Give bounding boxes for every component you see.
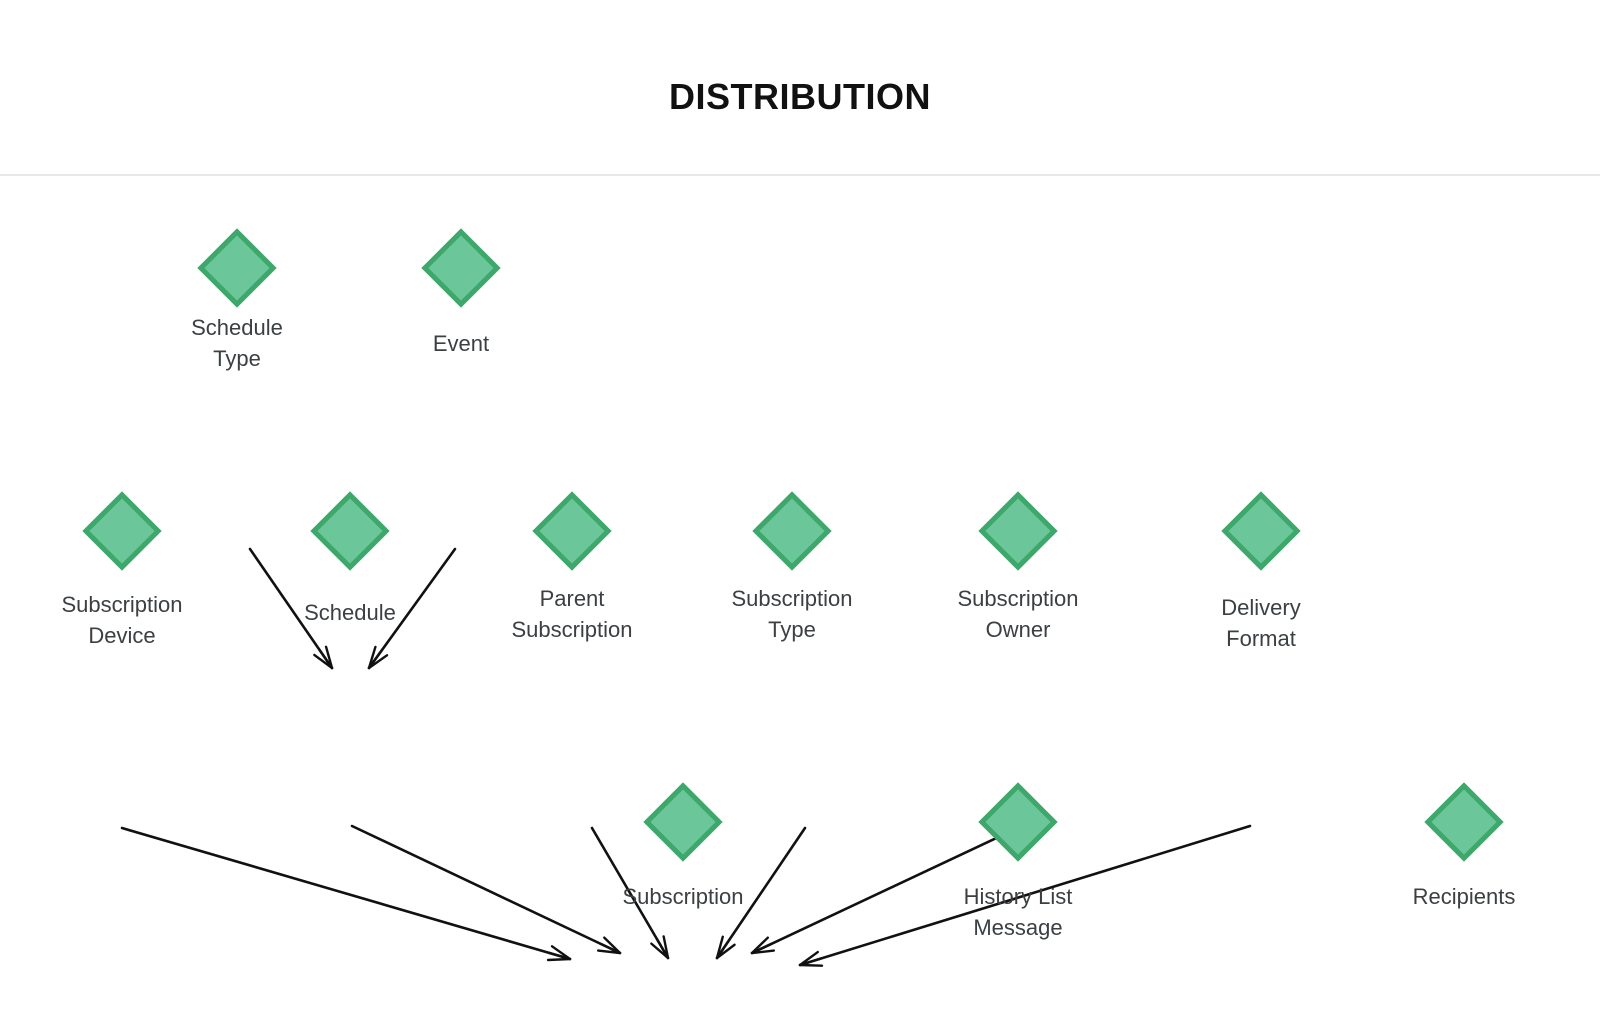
- edge-subscription_device-subscription[interactable]: [120, 826, 572, 962]
- page-header: DISTRIBUTION: [0, 0, 1600, 176]
- crows-foot-prong: [547, 951, 572, 961]
- diamond-icon: [1424, 782, 1504, 862]
- diamond-icon: [82, 491, 162, 571]
- crows-foot-prong: [662, 935, 670, 960]
- diamond-icon: [643, 782, 723, 862]
- node-subscription_owner[interactable]: Subscription Owner: [903, 491, 1133, 645]
- diamond-icon: [1221, 491, 1301, 571]
- crows-foot-prong: [650, 942, 670, 960]
- diamond-icon: [197, 228, 277, 308]
- page-title: DISTRIBUTION: [669, 76, 931, 117]
- crows-foot-prong: [715, 938, 731, 960]
- node-label-event: Event: [432, 331, 490, 356]
- crows-foot-prong: [603, 936, 622, 955]
- node-parent_subscription[interactable]: Parent Subscription: [457, 491, 687, 645]
- node-label-schedule_type: Schedule Type: [191, 315, 283, 371]
- crows-foot-prong: [367, 654, 389, 670]
- node-schedule_type[interactable]: Schedule Type: [122, 228, 352, 374]
- crows-foot-prong: [655, 937, 670, 960]
- crows-foot-prong: [715, 943, 736, 960]
- crows-foot-prong: [750, 942, 774, 955]
- crows-foot-prong: [367, 645, 377, 670]
- crows-foot-prong: [798, 957, 823, 967]
- crows-foot-prong: [367, 648, 384, 670]
- crows-foot-prong: [598, 942, 622, 955]
- crows-foot-prong: [313, 653, 334, 670]
- node-subscription[interactable]: Subscription: [568, 782, 798, 912]
- node-label-subscription_owner: Subscription Owner: [957, 586, 1079, 642]
- node-label-subscription: Subscription: [622, 884, 744, 909]
- node-label-subscription_device: Subscription Device: [61, 592, 183, 648]
- crows-foot-prong: [798, 950, 819, 967]
- crows-foot-prong: [546, 957, 572, 962]
- crows-foot-prong: [324, 645, 334, 670]
- node-label-subscription_type: Subscription Type: [731, 586, 853, 642]
- node-label-delivery_format: Delivery Format: [1221, 595, 1301, 651]
- diamond-icon: [752, 491, 832, 571]
- crows-foot-prong: [798, 963, 824, 967]
- node-label-parent_subscription: Parent Subscription: [511, 586, 633, 642]
- node-event[interactable]: Event: [346, 228, 576, 359]
- node-subscription_device[interactable]: Subscription Device: [7, 491, 237, 651]
- node-history_list_message[interactable]: History List Message: [903, 782, 1133, 943]
- diamond-icon: [532, 491, 612, 571]
- crows-foot-prong: [750, 936, 769, 955]
- crows-foot-prong: [715, 935, 724, 960]
- node-label-history_list_message: History List Message: [963, 884, 1073, 940]
- diamond-icon: [421, 228, 501, 308]
- diamond-icon: [978, 491, 1058, 571]
- crows-foot-prong: [596, 949, 622, 955]
- crows-foot-prong: [318, 648, 334, 670]
- diamond-icon: [310, 491, 390, 571]
- crows-foot-prong: [550, 945, 572, 961]
- node-label-schedule: Schedule: [304, 600, 396, 625]
- node-delivery_format[interactable]: Delivery Format: [1146, 491, 1376, 654]
- node-schedule[interactable]: Schedule: [235, 491, 465, 628]
- diamond-icon: [978, 782, 1058, 862]
- crows-foot-prong: [750, 949, 776, 955]
- node-label-recipients: Recipients: [1412, 884, 1516, 909]
- node-recipients[interactable]: Recipients: [1349, 782, 1579, 912]
- edge-line: [120, 826, 572, 961]
- node-subscription_type[interactable]: Subscription Type: [677, 491, 907, 645]
